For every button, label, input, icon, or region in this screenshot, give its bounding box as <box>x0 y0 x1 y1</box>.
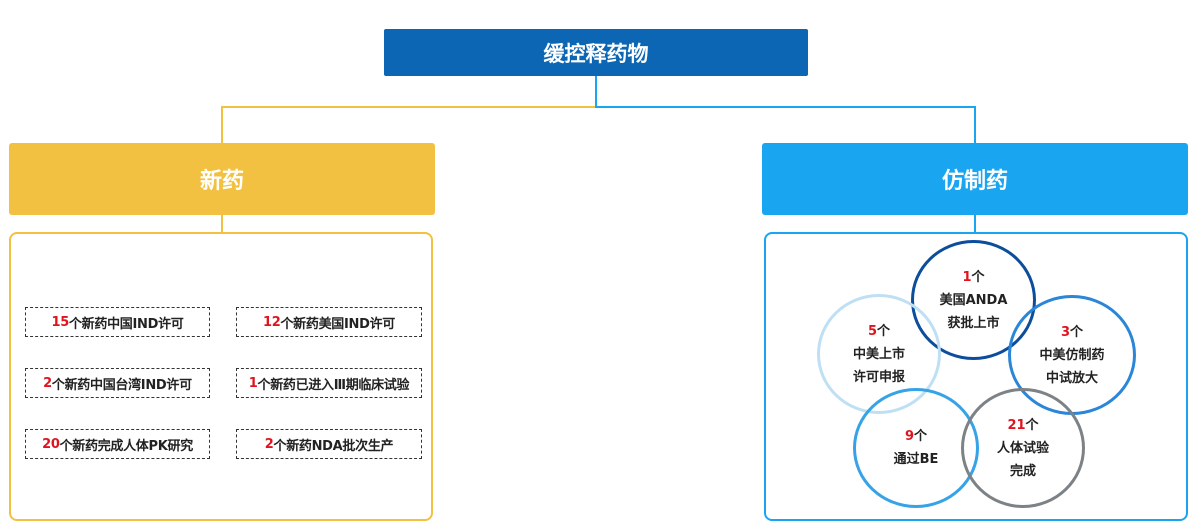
item-count: 20 <box>42 436 60 452</box>
item-count: 12 <box>262 314 281 330</box>
circle-line2: 中试放大 <box>1045 370 1098 386</box>
circle-human-trial: 21个 人体试验 完成 <box>961 388 1085 508</box>
item-label: 个新药中国IND许可 <box>68 316 184 332</box>
circle-line2: 完成 <box>1009 463 1036 479</box>
item-count: 1 <box>248 375 258 391</box>
circle-unit: 个 <box>914 429 928 444</box>
circle-unit: 个 <box>877 323 891 339</box>
circle-count: 9 <box>904 429 915 444</box>
circle-unit: 个 <box>971 269 985 285</box>
circle-unit: 个 <box>1070 324 1084 340</box>
new-drug-panel <box>9 232 433 521</box>
connector-new-panel <box>221 215 223 232</box>
item-label: 个新药NDA批次生产 <box>273 438 394 454</box>
circle-unit: 个 <box>1025 417 1039 433</box>
item-count: 15 <box>51 314 69 330</box>
connector-left-horizontal <box>221 106 596 108</box>
generic-panel <box>764 232 1188 521</box>
generic-title: 仿制药 <box>941 169 1008 194</box>
item-label: 个新药中国台湾IND许可 <box>51 377 192 393</box>
circle-line1: 通过BE <box>893 452 939 467</box>
circle-line2: 许可申报 <box>852 369 905 385</box>
connector-left-down <box>221 106 223 143</box>
generic-title-box: 仿制药 <box>762 143 1188 215</box>
connector-right-down <box>974 106 976 143</box>
item-label: 个新药已进入Ⅲ期临床试验 <box>257 377 410 393</box>
circle-count: 5 <box>867 323 878 339</box>
connector-root-down <box>595 76 597 107</box>
root-title: 缓控释药物 <box>543 41 649 66</box>
circle-us-anda: 1个 美国ANDA 获批上市 <box>911 240 1036 360</box>
new-drug-title: 新药 <box>199 169 244 194</box>
new-drug-title-box: 新药 <box>9 143 435 215</box>
circle-line2: 获批上市 <box>947 315 1000 331</box>
connector-right-horizontal <box>595 106 976 108</box>
connector-generic-panel <box>974 215 976 232</box>
item-label: 个新药完成人体PK研究 <box>59 438 194 454</box>
circle-line1: 中美仿制药 <box>1039 347 1105 363</box>
root-title-box: 缓控释药物 <box>384 29 808 76</box>
circle-line1: 美国ANDA <box>939 292 1008 308</box>
circle-line1: 人体试验 <box>996 440 1049 456</box>
item-label: 个新药美国IND许可 <box>280 316 395 332</box>
circle-count: 1 <box>962 269 972 285</box>
circle-count: 21 <box>1007 417 1026 433</box>
item-count: 2 <box>43 375 52 391</box>
item-count: 2 <box>264 436 274 452</box>
circle-count: 3 <box>1060 324 1071 340</box>
circle-line1: 中美上市 <box>852 346 905 362</box>
